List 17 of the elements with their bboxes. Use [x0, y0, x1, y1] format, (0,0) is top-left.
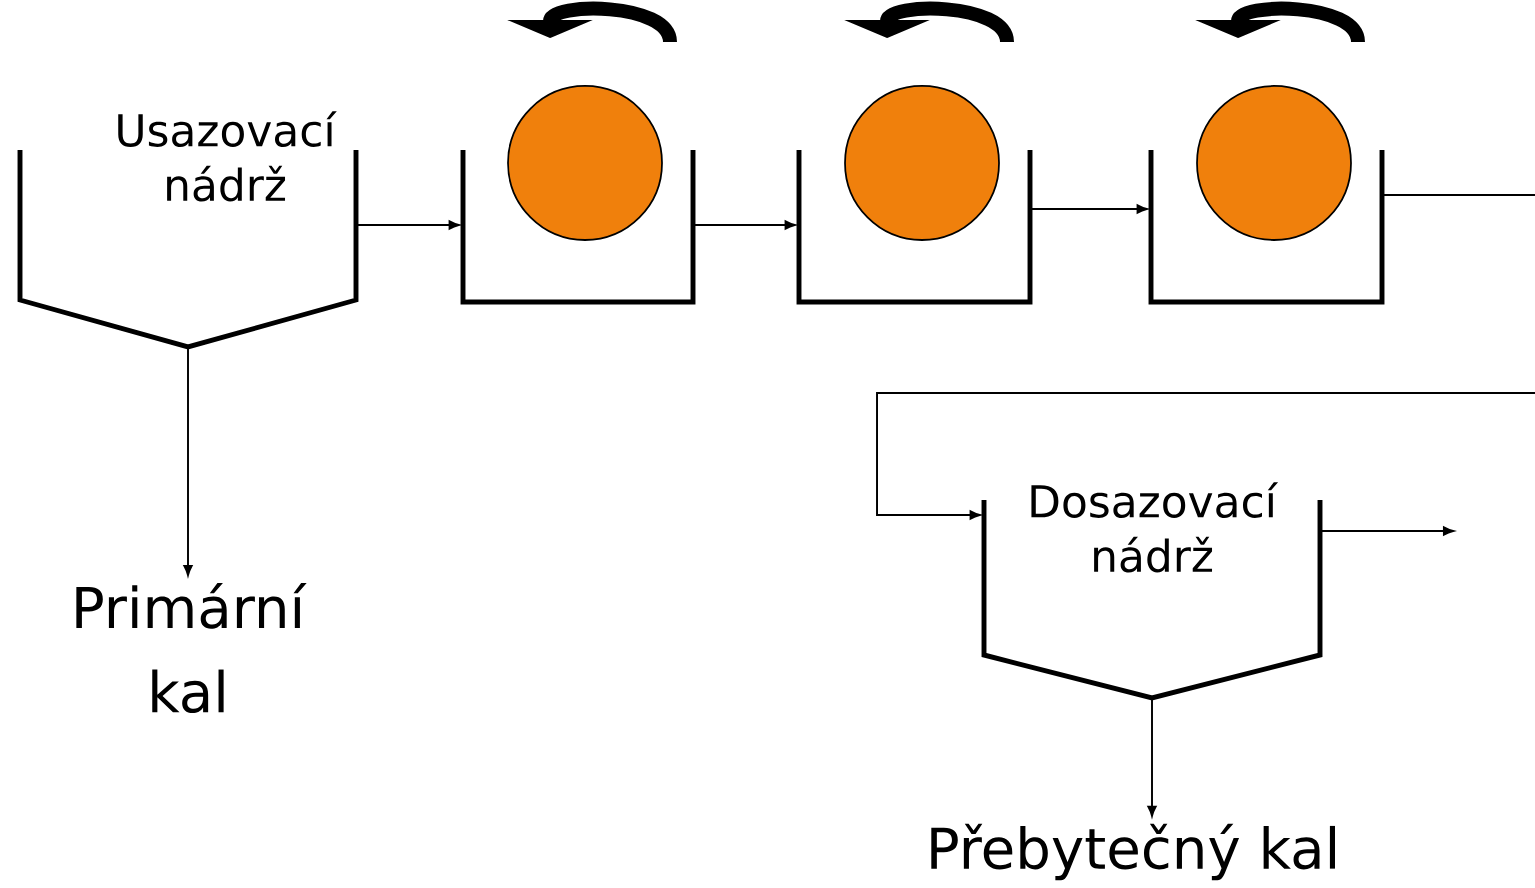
- aerator-disc: [1196, 85, 1352, 241]
- aeration-tank: [460, 150, 696, 305]
- aerator-disc: [507, 85, 663, 241]
- sludge-label: Primární kal: [76, 582, 307, 714]
- arrow: [1029, 204, 1148, 214]
- aerator-disc: [844, 85, 1000, 241]
- arrow: [876, 392, 1535, 520]
- arrow: [692, 220, 796, 230]
- arrow: [1147, 697, 1157, 817]
- sludge-label: Přebytečný kal: [931, 823, 1335, 881]
- arrow: [1319, 526, 1454, 536]
- arrow: [183, 346, 193, 577]
- settling-tank: Dosazovací nádrž: [981, 482, 1323, 701]
- arrow: [355, 220, 460, 230]
- aeration-tank: [796, 150, 1033, 305]
- aeration-tank: [1148, 150, 1385, 305]
- settling-tank: Usazovací nádrž: [17, 111, 359, 350]
